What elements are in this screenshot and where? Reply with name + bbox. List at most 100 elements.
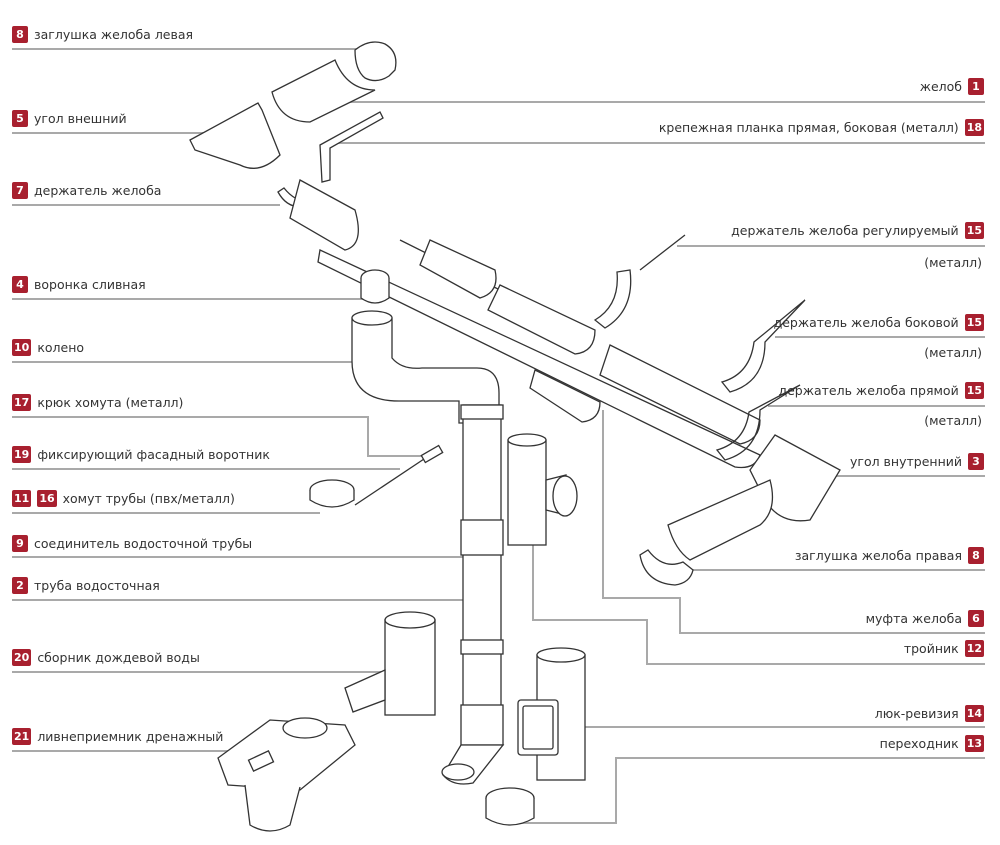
callout-14: люк-ревизия 14	[875, 705, 984, 722]
callout-label: держатель желоба регулируемый	[731, 222, 959, 238]
callout-note: (металл)	[924, 413, 982, 428]
callout-5: 5 угол внешний	[12, 110, 127, 127]
number-badge: 13	[964, 735, 984, 752]
leader-line-13	[510, 757, 985, 824]
callout-label: ливнеприемник дренажный	[37, 728, 224, 744]
callout-label: угол внешний	[34, 110, 127, 126]
callout-7: 7 держатель желоба	[12, 182, 161, 199]
callout-label: муфта желоба	[865, 610, 962, 626]
callout-label: заглушка желоба левая	[34, 26, 194, 42]
straight-holder-drawing	[715, 384, 801, 461]
facade-collar-drawing	[420, 444, 444, 464]
number-badge: 15	[964, 382, 984, 399]
external-corner-drawing	[189, 102, 281, 169]
callout-label: воронка сливная	[34, 276, 146, 292]
right-gutter-drawing	[667, 479, 774, 561]
callout-label: тройник	[903, 640, 959, 656]
callout-label: хомут трубы (пвх/металл)	[62, 490, 235, 506]
mounting-plate-drawing	[319, 111, 384, 183]
callout-21: 21 ливнеприемник дренажный	[12, 728, 223, 745]
tee-drawing	[507, 439, 547, 546]
number-badge: 18	[964, 119, 984, 136]
callout-18: крепежная планка прямая, боковая (металл…	[659, 119, 984, 136]
callout-label: заглушка желоба правая	[794, 547, 962, 563]
callout-label: колено	[37, 339, 85, 355]
main-gutter-drawing	[289, 179, 359, 251]
drainage-inlet-drawing	[217, 719, 356, 791]
callout-15a: держатель желоба регулируемый 15	[731, 222, 984, 239]
number-badge: 9	[12, 535, 28, 552]
callout-label: труба водосточная	[34, 577, 160, 593]
callout-20: 20 сборник дождевой воды	[12, 649, 200, 666]
number-badge: 5	[12, 110, 28, 127]
number-badge: 7	[12, 182, 28, 199]
callout-3: угол внутренний 3	[850, 453, 984, 470]
end-cap-left-drawing	[354, 41, 397, 82]
callout-label: сборник дождевой воды	[37, 649, 200, 665]
number-badge: 17	[12, 394, 32, 411]
callout-note: (металл)	[924, 255, 982, 270]
downpipe-parts	[217, 269, 586, 832]
callout-6: муфта желоба 6	[866, 610, 984, 627]
number-badge: 20	[12, 649, 32, 666]
callout-label: переходник	[879, 735, 959, 751]
rain-collector-drawing	[384, 619, 436, 716]
number-badge: 16	[37, 490, 57, 507]
callout-11-16: 11 16 хомут трубы (пвх/металл)	[12, 490, 235, 507]
number-badge: 14	[964, 705, 984, 722]
leader-line-17	[12, 416, 425, 457]
elbow-drawing	[351, 317, 500, 424]
callout-label: держатель желоба прямой	[778, 382, 959, 398]
callout-label: держатель желоба	[34, 182, 162, 198]
gutter-coupling-drawing	[529, 369, 601, 423]
adjustable-holder-drawing	[593, 234, 686, 329]
clamp-hook-drawing	[354, 454, 431, 506]
gutter-section-drawing	[271, 59, 376, 123]
number-badge: 4	[12, 276, 28, 293]
callout-1: желоб 1	[920, 78, 984, 95]
callout-17: 17 крюк хомута (металл)	[12, 394, 183, 411]
callout-2: 2 труба водосточная	[12, 577, 160, 594]
callout-8R: заглушка желоба правая 8	[795, 547, 984, 564]
callout-10: 10 колено	[12, 339, 84, 356]
number-badge: 19	[12, 446, 32, 463]
callout-label: желоб	[919, 78, 962, 94]
number-badge: 15	[964, 222, 984, 239]
number-badge: 21	[12, 728, 32, 745]
callout-4: 4 воронка сливная	[12, 276, 146, 293]
callout-label: держатель желоба боковой	[773, 314, 959, 330]
number-badge: 3	[968, 453, 984, 470]
leader-lines	[12, 48, 985, 824]
number-badge: 8	[12, 26, 28, 43]
callout-label: люк-ревизия	[874, 705, 959, 721]
end-cap-right-drawing	[639, 549, 694, 586]
callout-label: соединитель водосточной трубы	[34, 535, 253, 551]
number-badge: 8	[968, 547, 984, 564]
number-badge: 12	[964, 640, 984, 657]
callout-label: фиксирующий фасадный воротник	[37, 446, 270, 462]
side-holder-drawing	[720, 299, 806, 393]
callout-12: тройник 12	[904, 640, 984, 657]
number-badge: 2	[12, 577, 28, 594]
number-badge: 15	[964, 314, 984, 331]
number-badge: 6	[968, 610, 984, 627]
callout-label: крюк хомута (металл)	[37, 394, 184, 410]
callout-15c: держатель желоба прямой 15	[778, 382, 984, 399]
callout-9: 9 соединитель водосточной трубы	[12, 535, 252, 552]
number-badge: 1	[968, 78, 984, 95]
callout-label: угол внутренний	[849, 453, 962, 469]
number-badge: 11	[12, 490, 32, 507]
leader-line-6	[602, 410, 985, 634]
callout-note: (металл)	[924, 345, 982, 360]
pipe-drawing	[462, 404, 502, 716]
gutter-parts	[189, 41, 841, 586]
number-badge: 10	[12, 339, 32, 356]
callout-13: переходник 13	[880, 735, 984, 752]
leader-line-12	[532, 540, 985, 665]
callout-15b: держатель желоба боковой 15	[774, 314, 984, 331]
callout-19: 19 фиксирующий фасадный воротник	[12, 446, 270, 463]
pipe-connector-drawing	[460, 519, 504, 556]
callout-label: крепежная планка прямая, боковая (металл…	[658, 119, 959, 135]
callout-8L: 8 заглушка желоба левая	[12, 26, 193, 43]
